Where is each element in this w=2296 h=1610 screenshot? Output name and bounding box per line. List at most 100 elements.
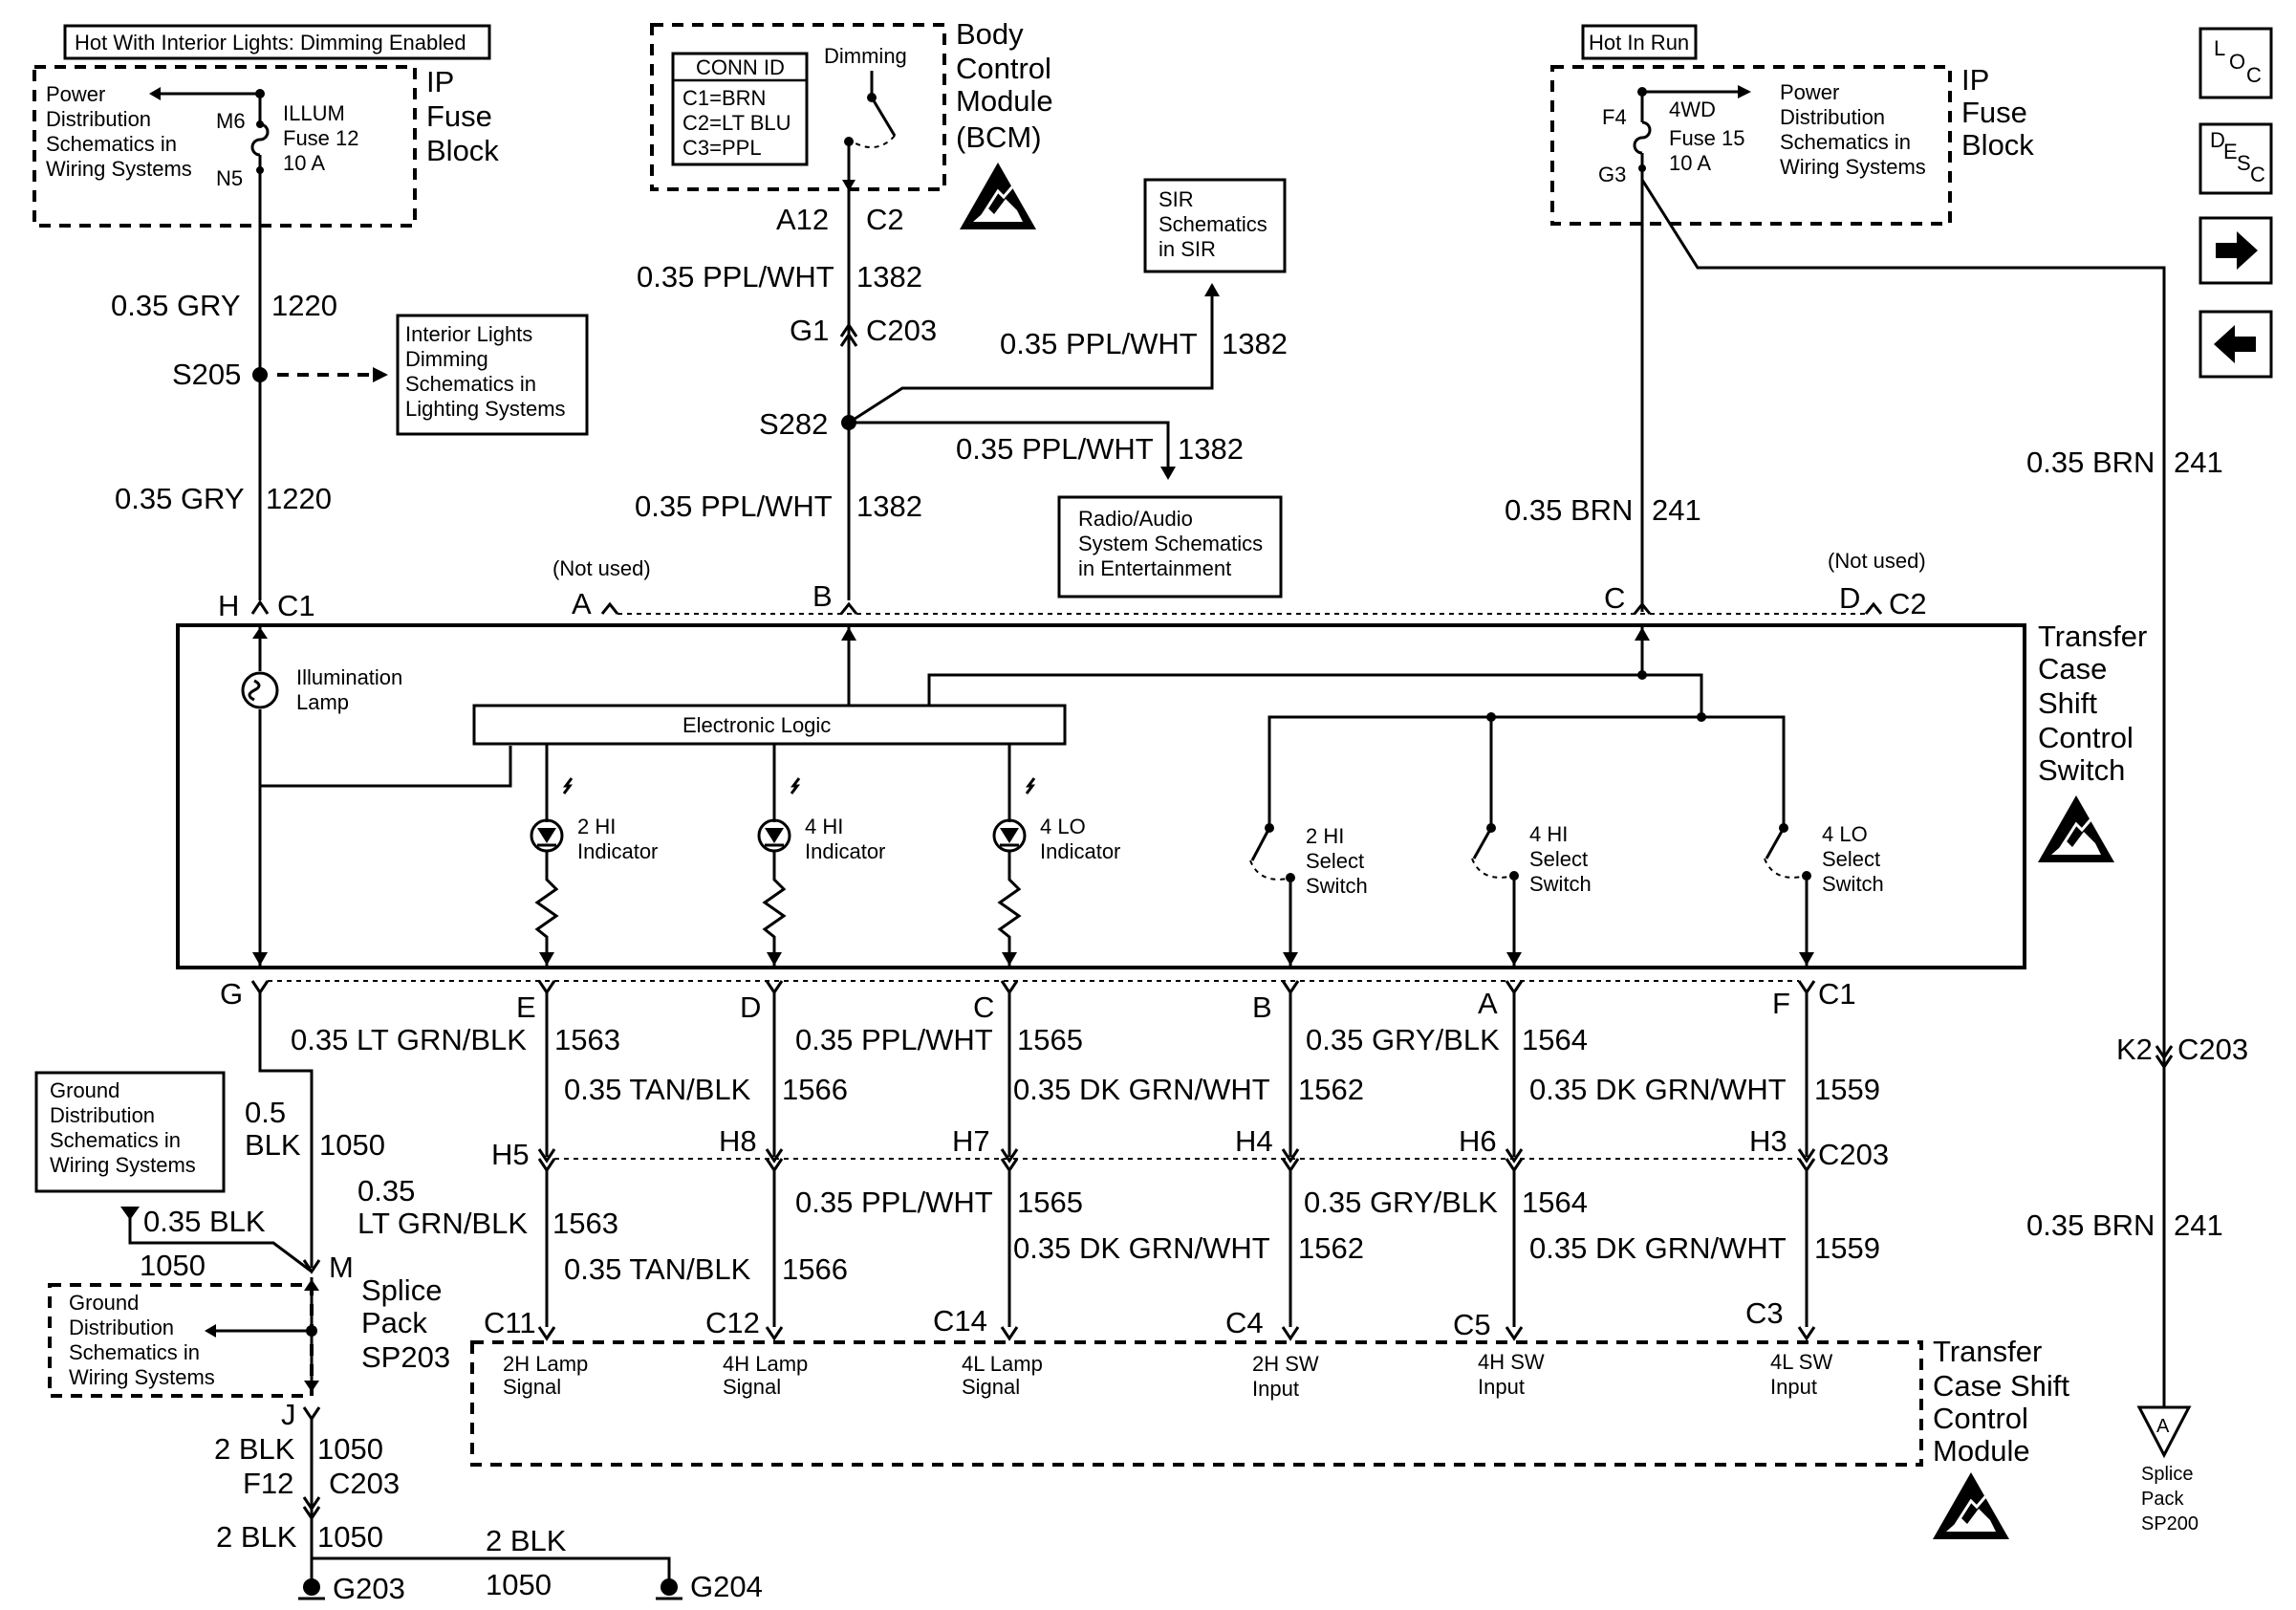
wire2-tan-1566: 0.35 TAN/BLK: [564, 1252, 751, 1286]
tcss-title: Transfer Case Shift Control Switch: [2038, 620, 2147, 787]
svg-text:Case Shift: Case Shift: [1933, 1369, 2069, 1403]
svg-text:IP: IP: [426, 65, 454, 98]
illumination-lamp-label-2: Lamp: [296, 690, 349, 714]
c203-mid-label: C203: [1818, 1138, 1889, 1171]
back-button[interactable]: [2199, 310, 2273, 379]
svg-text:Pack: Pack: [2141, 1489, 2184, 1510]
svg-text:Power: Power: [46, 82, 105, 106]
svg-text:4 HI: 4 HI: [1529, 822, 1568, 846]
svg-text:Wiring Systems: Wiring Systems: [50, 1153, 196, 1177]
wire-2blk-a: 2 BLK: [214, 1432, 295, 1466]
svg-text:4H Lamp: 4H Lamp: [723, 1352, 808, 1376]
h4-label: H4: [1235, 1124, 1273, 1158]
pin-a-label: A: [572, 587, 592, 620]
desc-button[interactable]: D E S C: [2199, 122, 2273, 195]
svg-text:Ground: Ground: [50, 1078, 119, 1102]
svg-text:System Schematics: System Schematics: [1078, 532, 1263, 555]
bcm-title: Body Control Module (BCM): [956, 17, 1053, 154]
svg-text:in Entertainment: in Entertainment: [1078, 556, 1231, 580]
ground-distribution-ref-bottom: Ground Distribution Schematics in Wiring…: [69, 1291, 215, 1389]
svg-text:Distribution: Distribution: [69, 1316, 174, 1339]
h6-label: H6: [1459, 1124, 1497, 1158]
svg-text:Block: Block: [426, 134, 499, 167]
pin-j-label: J: [281, 1398, 296, 1431]
svg-text:Case: Case: [2038, 652, 2107, 685]
svg-text:Fuse: Fuse: [1961, 96, 2027, 129]
wire-gry-1220-label: 0.35 GRY: [111, 289, 241, 322]
ip-fuse-block-title-left: IP Fuse Block: [426, 65, 499, 167]
wire-1050-number-a: 1050: [319, 1128, 385, 1162]
svg-text:Schematics in: Schematics in: [1780, 130, 1911, 154]
wire-1564-number: 1564: [1522, 1023, 1588, 1056]
svg-text:Hot In Run: Hot In Run: [1589, 31, 1689, 54]
hot-with-interior-lights-label: Hot With Interior Lights: Dimming Enable…: [63, 24, 491, 60]
pin-f-label: F: [1772, 987, 1790, 1020]
wire-ppl-1382-radio: 0.35 PPL/WHT: [956, 432, 1154, 466]
bcm-module: [650, 23, 946, 191]
wire-1050-number-e: 1050: [486, 1568, 552, 1601]
pin-c-label: C: [973, 990, 994, 1024]
connector-g1-symbol: [839, 322, 858, 347]
svg-text:Indicator: Indicator: [805, 839, 885, 863]
svg-text:Radio/Audio: Radio/Audio: [1078, 507, 1193, 531]
wire-241-lower-number: 241: [2174, 1208, 2223, 1242]
svg-text:2H Lamp: 2H Lamp: [503, 1352, 588, 1376]
svg-text:Distribution: Distribution: [1780, 105, 1885, 129]
svg-text:Shift: Shift: [2038, 686, 2097, 720]
esd-icon-tcss: [2036, 794, 2116, 864]
wire-gry-1564: 0.35 GRY/BLK: [1306, 1023, 1500, 1056]
interior-lights-dimming-ref: Interior Lights Dimming Schematics in Li…: [396, 314, 589, 436]
4wd-label: 4WD: [1669, 98, 1716, 121]
forward-button[interactable]: [2199, 216, 2273, 285]
c203-label-top: C203: [866, 314, 937, 347]
svg-text:C3=PPL: C3=PPL: [682, 136, 762, 160]
loc-button[interactable]: L O C: [2199, 27, 2273, 99]
wire-dkgrn-1562: 0.35 DK GRN/WHT: [1013, 1073, 1270, 1106]
svg-text:Select: Select: [1822, 847, 1880, 871]
svg-text:Control: Control: [2038, 721, 2134, 754]
esd-icon-bcm: [958, 161, 1038, 231]
wire-blk-label: BLK: [245, 1128, 301, 1162]
h8-label: H8: [719, 1124, 757, 1158]
svg-text:Ground: Ground: [69, 1291, 139, 1315]
wire-brn-241-label: 0.35 BRN: [1505, 493, 1633, 527]
wire2-dkgrn-1559: 0.35 DK GRN/WHT: [1529, 1231, 1787, 1265]
wire-1050-number-b: 1050: [140, 1249, 206, 1282]
wire-1562-number: 1562: [1298, 1073, 1364, 1106]
svg-text:4L Lamp: 4L Lamp: [962, 1352, 1043, 1376]
svg-text:Signal: Signal: [962, 1375, 1020, 1399]
svg-text:Wiring Systems: Wiring Systems: [46, 157, 192, 181]
svg-text:Schematics in: Schematics in: [69, 1340, 200, 1364]
esd-icon-tccm: [1931, 1470, 2011, 1541]
wire-1565-number: 1565: [1017, 1023, 1083, 1056]
wire-ppl-1382-sir: 0.35 PPL/WHT: [1000, 327, 1198, 360]
pin-h-label: H: [218, 589, 239, 622]
not-used-d-label: (Not used): [1828, 549, 1926, 573]
ground-distribution-ref-top: Ground Distribution Schematics in Wiring…: [34, 1071, 226, 1193]
a12-label: A12: [776, 203, 829, 236]
svg-text:SP203: SP203: [361, 1340, 450, 1374]
c11-label: C11: [484, 1306, 536, 1339]
svg-text:D: D: [2210, 128, 2225, 152]
svg-text:Input: Input: [1252, 1377, 1299, 1401]
svg-text:G203: G203: [333, 1572, 405, 1605]
svg-text:Switch: Switch: [1822, 872, 1884, 896]
h7-label: H7: [952, 1124, 990, 1158]
c2-label: C2: [866, 203, 904, 236]
svg-text:Input: Input: [1770, 1375, 1817, 1399]
svg-text:(BCM): (BCM): [956, 120, 1042, 154]
k2-label: K2: [2116, 1033, 2153, 1066]
svg-text:Indicator: Indicator: [577, 839, 658, 863]
wire2-1563-number: 1563: [552, 1207, 618, 1240]
wire-gry-1220-label-2: 0.35 GRY: [115, 482, 245, 515]
wire-ppl-1382-lower: 0.35 PPL/WHT: [635, 490, 833, 523]
svg-text:Body: Body: [956, 17, 1024, 51]
pin-b-label: B: [1252, 990, 1272, 1024]
ip-fuse-block-title-right: IP Fuse Block: [1961, 63, 2034, 162]
tccm-title: Transfer Case Shift Control Module: [1933, 1335, 2069, 1468]
wire-1220-number-2: 1220: [266, 482, 332, 515]
fuse15-label: Fuse 15: [1669, 126, 1745, 150]
svg-text:Control: Control: [1933, 1402, 2028, 1435]
dimming-switch: [870, 97, 897, 137]
